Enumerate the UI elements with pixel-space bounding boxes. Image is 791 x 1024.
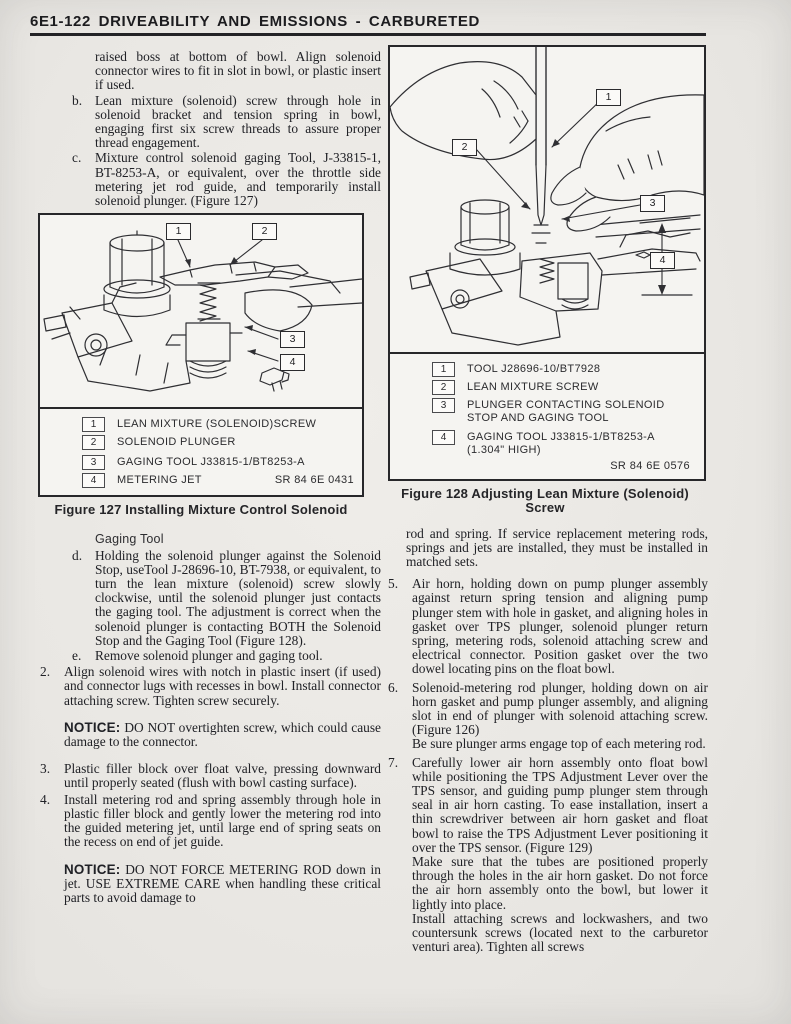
notice-block: NOTICE: DO NOT FORCE METERING ROD down i… — [64, 861, 381, 906]
legend-num-box: 4 — [432, 430, 455, 445]
list-label: d. — [72, 547, 83, 563]
adjustment-line-art — [390, 47, 704, 346]
callout-3: 3 — [640, 195, 665, 212]
legend-text: GAGING TOOL J33815-1/BT8253-A (1.304" HI… — [467, 431, 655, 456]
list-text: Install metering rod and spring assembly… — [64, 791, 381, 850]
list-label: 6. — [388, 679, 399, 695]
figure-128: 1 2 3 4 1 TOOL J28696-10/BT7928 2 LEAN M… — [388, 45, 706, 482]
notice-text: DO NOT FORCE METERING ROD down in jet. U… — [64, 861, 381, 905]
legend-num-box: 2 — [432, 380, 455, 395]
list-item-3: 3. Plastic filler block over float valve… — [40, 761, 381, 791]
notice-block: NOTICE: DO NOT overtighten screw, which … — [64, 719, 381, 750]
legend-row: 1 TOOL J28696-10/BT7928 — [432, 361, 696, 377]
legend-row: 2 SOLENOID PLUNGER — [82, 434, 354, 451]
list-label: 2. — [40, 664, 51, 680]
legend-num-box: 2 — [82, 435, 105, 451]
list-note: Install attaching screws and lockwashers… — [412, 910, 708, 955]
legend-text: PLUNGER CONTACTING SOLENOID STOP AND GAG… — [467, 399, 665, 424]
legend-row: 3 GAGING TOOL J33815-1/BT8253-A — [82, 454, 354, 471]
paragraph: rod and spring. If service replacement m… — [406, 525, 708, 570]
list-label: e. — [72, 648, 82, 664]
callout-2: 2 — [252, 223, 277, 241]
list-item-4: 4. Install metering rod and spring assem… — [40, 791, 381, 850]
figure-127-drawing: 1 2 3 4 — [40, 215, 362, 410]
callout-3: 3 — [280, 331, 305, 349]
list-label: 5. — [388, 576, 399, 592]
list-note: Make sure that the tubes are positioned … — [412, 854, 708, 912]
callout-1: 1 — [596, 89, 621, 106]
legend-row: 3 PLUNGER CONTACTING SOLENOID STOP AND G… — [432, 397, 696, 425]
callout-2: 2 — [452, 139, 477, 156]
legend-num-box: 1 — [432, 362, 455, 377]
list-text: Remove solenoid plunger and gaging tool. — [95, 648, 323, 664]
list-item-6: 6. Solenoid-metering rod plunger, holdin… — [388, 679, 708, 738]
list-item-b: b. Lean mixture (solenoid) screw through… — [40, 92, 381, 151]
legend-row: 2 LEAN MIXTURE SCREW — [432, 379, 696, 395]
list-label: 4. — [40, 791, 51, 807]
figure-128-drawing: 1 2 3 4 — [390, 47, 704, 354]
figure-127: 1 2 3 4 1 LEAN MIXTURE (SOLENOID)SCREW 2… — [38, 213, 364, 498]
legend-text: SOLENOID PLUNGER — [117, 436, 236, 449]
list-text: Mixture control solenoid gaging Tool, J-… — [95, 150, 381, 209]
carburetor-line-art — [43, 230, 362, 392]
legend-text: METERING JET — [117, 474, 202, 487]
page-header: 6E1-122 DRIVEABILITY AND EMISSIONS - CAR… — [30, 13, 480, 30]
legend-num-box: 3 — [432, 398, 455, 413]
callout-4: 4 — [650, 252, 675, 269]
legend-num-box: 3 — [82, 455, 105, 471]
notice-label: NOTICE: — [64, 719, 121, 735]
figure-ref-code: SR 84 6E 0431 — [274, 474, 354, 487]
legend-text: LEAN MIXTURE SCREW — [467, 381, 599, 393]
list-item-2: 2. Align solenoid wires with notch in pl… — [40, 665, 381, 708]
list-label: 7. — [388, 754, 399, 770]
list-item-7: 7. Carefully lower air horn assembly ont… — [388, 754, 708, 855]
list-text: Lean mixture (solenoid) screw through ho… — [95, 92, 381, 151]
list-text: Air horn, holding down on pump plunger a… — [412, 576, 708, 677]
legend-num-box: 4 — [82, 473, 105, 489]
header-rule — [30, 33, 706, 36]
figure-127-legend: 1 LEAN MIXTURE (SOLENOID)SCREW 2 SOLENOI… — [40, 409, 362, 495]
list-note: Be sure plunger arms engage top of each … — [412, 736, 706, 752]
legend-text: GAGING TOOL J33815-1/BT8253-A — [117, 456, 305, 469]
list-text: Holding the solenoid plunger against the… — [95, 547, 381, 648]
list-text: Solenoid-metering rod plunger, holding d… — [412, 679, 708, 738]
list-label: b. — [72, 92, 83, 108]
list-label: 3. — [40, 761, 51, 777]
list-label: c. — [72, 150, 82, 166]
legend-text: TOOL J28696-10/BT7928 — [467, 363, 601, 375]
list-text: Align solenoid wires with notch in plast… — [64, 664, 381, 708]
gaging-tool-line: Gaging Tool — [95, 532, 164, 547]
figure-128-legend: 1 TOOL J28696-10/BT7928 2 LEAN MIXTURE S… — [390, 354, 704, 479]
figure-127-caption: Figure 127 Installing Mixture Control So… — [54, 502, 348, 518]
list-item-d: d. Holding the solenoid plunger against … — [40, 547, 381, 648]
legend-num-box: 1 — [82, 417, 105, 433]
legend-text: LEAN MIXTURE (SOLENOID)SCREW — [117, 418, 317, 431]
notice-label: NOTICE: — [64, 861, 121, 877]
right-column: 1 2 3 4 1 TOOL J28696-10/BT7928 2 LEAN M… — [388, 45, 708, 955]
legend-row: 1 LEAN MIXTURE (SOLENOID)SCREW — [82, 416, 354, 433]
figure-ref-code: SR 84 6E 0576 — [610, 460, 690, 472]
list-text: Carefully lower air horn assembly onto f… — [412, 754, 708, 855]
notice-text: DO NOT overtighten screw, which could ca… — [64, 719, 381, 750]
list-item-c: c. Mixture control solenoid gaging Tool,… — [40, 151, 381, 208]
callout-1: 1 — [166, 223, 191, 241]
list-item-e: e. Remove solenoid plunger and gaging to… — [40, 648, 381, 664]
legend-row: 4 GAGING TOOL J33815-1/BT8253-A (1.304" … — [432, 429, 696, 457]
list-text: Plastic filler block over float valve, p… — [64, 761, 381, 791]
legend-row: 4 METERING JET SR 84 6E 0431 — [82, 472, 354, 489]
paragraph: raised boss at bottom of bowl. Align sol… — [95, 49, 381, 93]
left-column: raised boss at bottom of bowl. Align sol… — [38, 49, 381, 918]
callout-4: 4 — [280, 354, 305, 372]
figure-128-caption: Figure 128 Adjusting Lean Mixture (Solen… — [401, 486, 689, 516]
list-item-5: 5. Air horn, holding down on pump plunge… — [388, 577, 708, 676]
